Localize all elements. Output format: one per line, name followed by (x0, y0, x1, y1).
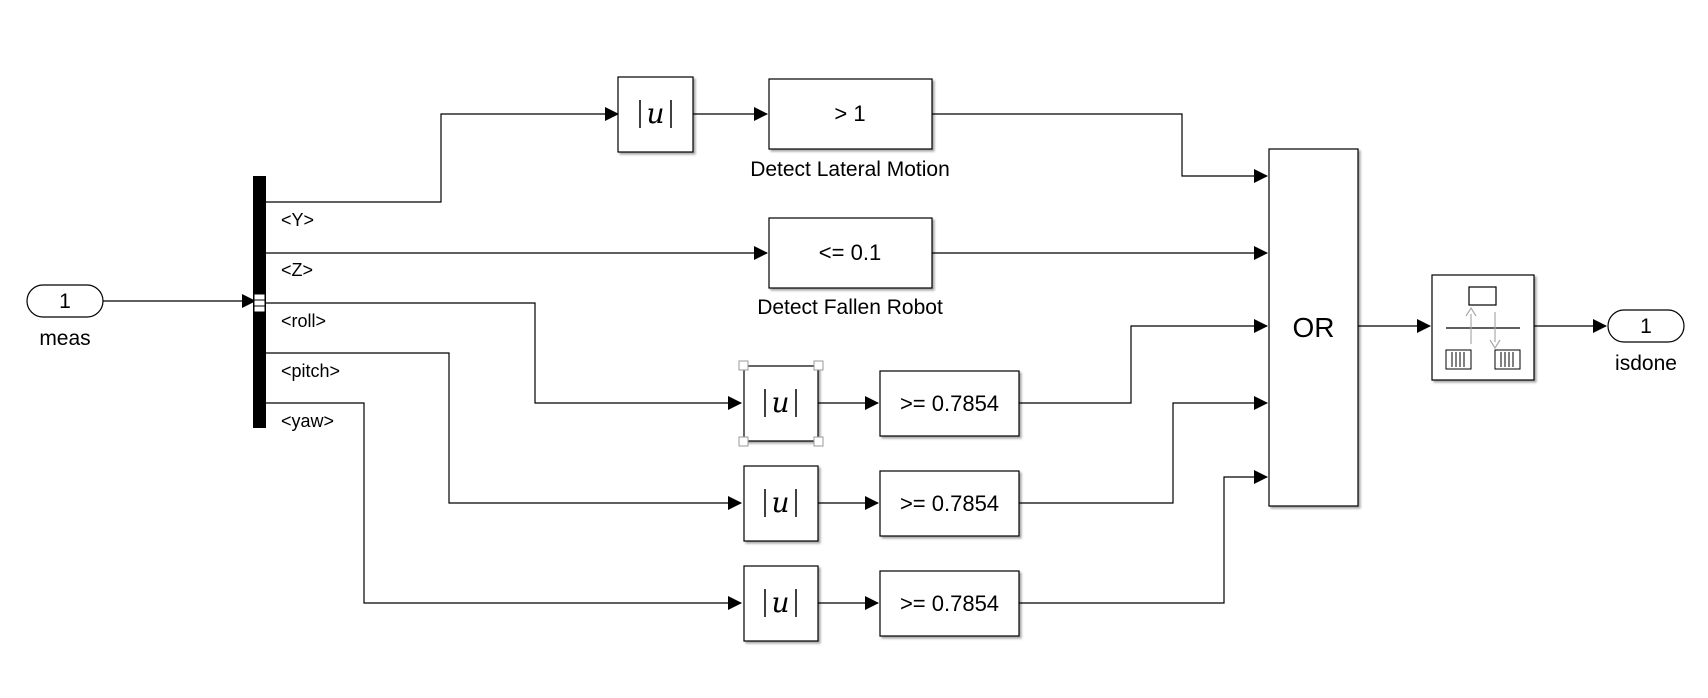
inport-label: meas (39, 327, 90, 350)
line-pitch-compare-to-or[interactable] (1017, 396, 1268, 504)
inport-meas[interactable]: 1 meas (26, 284, 104, 350)
signal-lines (103, 107, 1607, 610)
line-lateral-to-or[interactable] (930, 113, 1268, 183)
bus-signal-y: <Y> (281, 210, 314, 230)
abs-label: u (771, 386, 789, 419)
compare-block-fallen[interactable]: <= 0.1 Detect Fallen Robot (757, 217, 943, 319)
stop-simulation-block[interactable] (1431, 274, 1535, 381)
bus-selector[interactable]: <Y> <Z> <roll> <pitch> <yaw> (253, 176, 340, 431)
line-pitch-to-abs[interactable] (265, 352, 742, 510)
outport-isdone[interactable]: 1 isdone (1607, 309, 1685, 375)
selection-handles (738, 360, 824, 447)
compare-yaw-text: >= 0.7854 (900, 591, 999, 616)
compare-block-roll[interactable]: >= 0.7854 (879, 370, 1020, 437)
abs-block-pitch[interactable]: u (743, 465, 819, 542)
bus-signal-roll: <roll> (281, 311, 326, 331)
bus-signal-yaw: <yaw> (281, 411, 334, 431)
compare-block-yaw[interactable]: >= 0.7854 (879, 570, 1020, 637)
compare-block-lateral[interactable]: > 1 Detect Lateral Motion (750, 78, 950, 181)
or-block[interactable]: OR (1268, 148, 1359, 507)
outport-number: 1 (1640, 315, 1652, 338)
abs-label: u (771, 486, 789, 519)
compare-fallen-text: <= 0.1 (819, 240, 881, 265)
line-roll-compare-to-or[interactable] (1017, 319, 1268, 404)
stop-simulation-icon (1445, 286, 1521, 370)
compare-roll-text: >= 0.7854 (900, 391, 999, 416)
outport-label: isdone (1615, 352, 1677, 375)
compare-fallen-label: Detect Fallen Robot (757, 296, 943, 319)
or-text: OR (1293, 312, 1335, 343)
abs-block-yaw[interactable]: u (743, 565, 819, 642)
abs-block-roll[interactable]: u (738, 360, 824, 447)
compare-pitch-text: >= 0.7854 (900, 491, 999, 516)
line-yaw-to-abs[interactable] (265, 402, 742, 610)
line-y-to-abs[interactable] (265, 107, 619, 203)
bus-signal-z: <Z> (281, 260, 313, 280)
compare-lateral-text: > 1 (834, 101, 865, 126)
compare-block-pitch[interactable]: >= 0.7854 (879, 470, 1020, 537)
bus-signal-pitch: <pitch> (281, 361, 340, 381)
abs-block-y[interactable]: u (617, 76, 694, 153)
inport-number: 1 (59, 290, 71, 313)
abs-label: u (771, 586, 789, 619)
compare-lateral-label: Detect Lateral Motion (750, 158, 950, 181)
abs-label: u (646, 97, 664, 130)
line-yaw-compare-to-or[interactable] (1017, 470, 1268, 604)
line-roll-to-abs[interactable] (265, 302, 742, 410)
